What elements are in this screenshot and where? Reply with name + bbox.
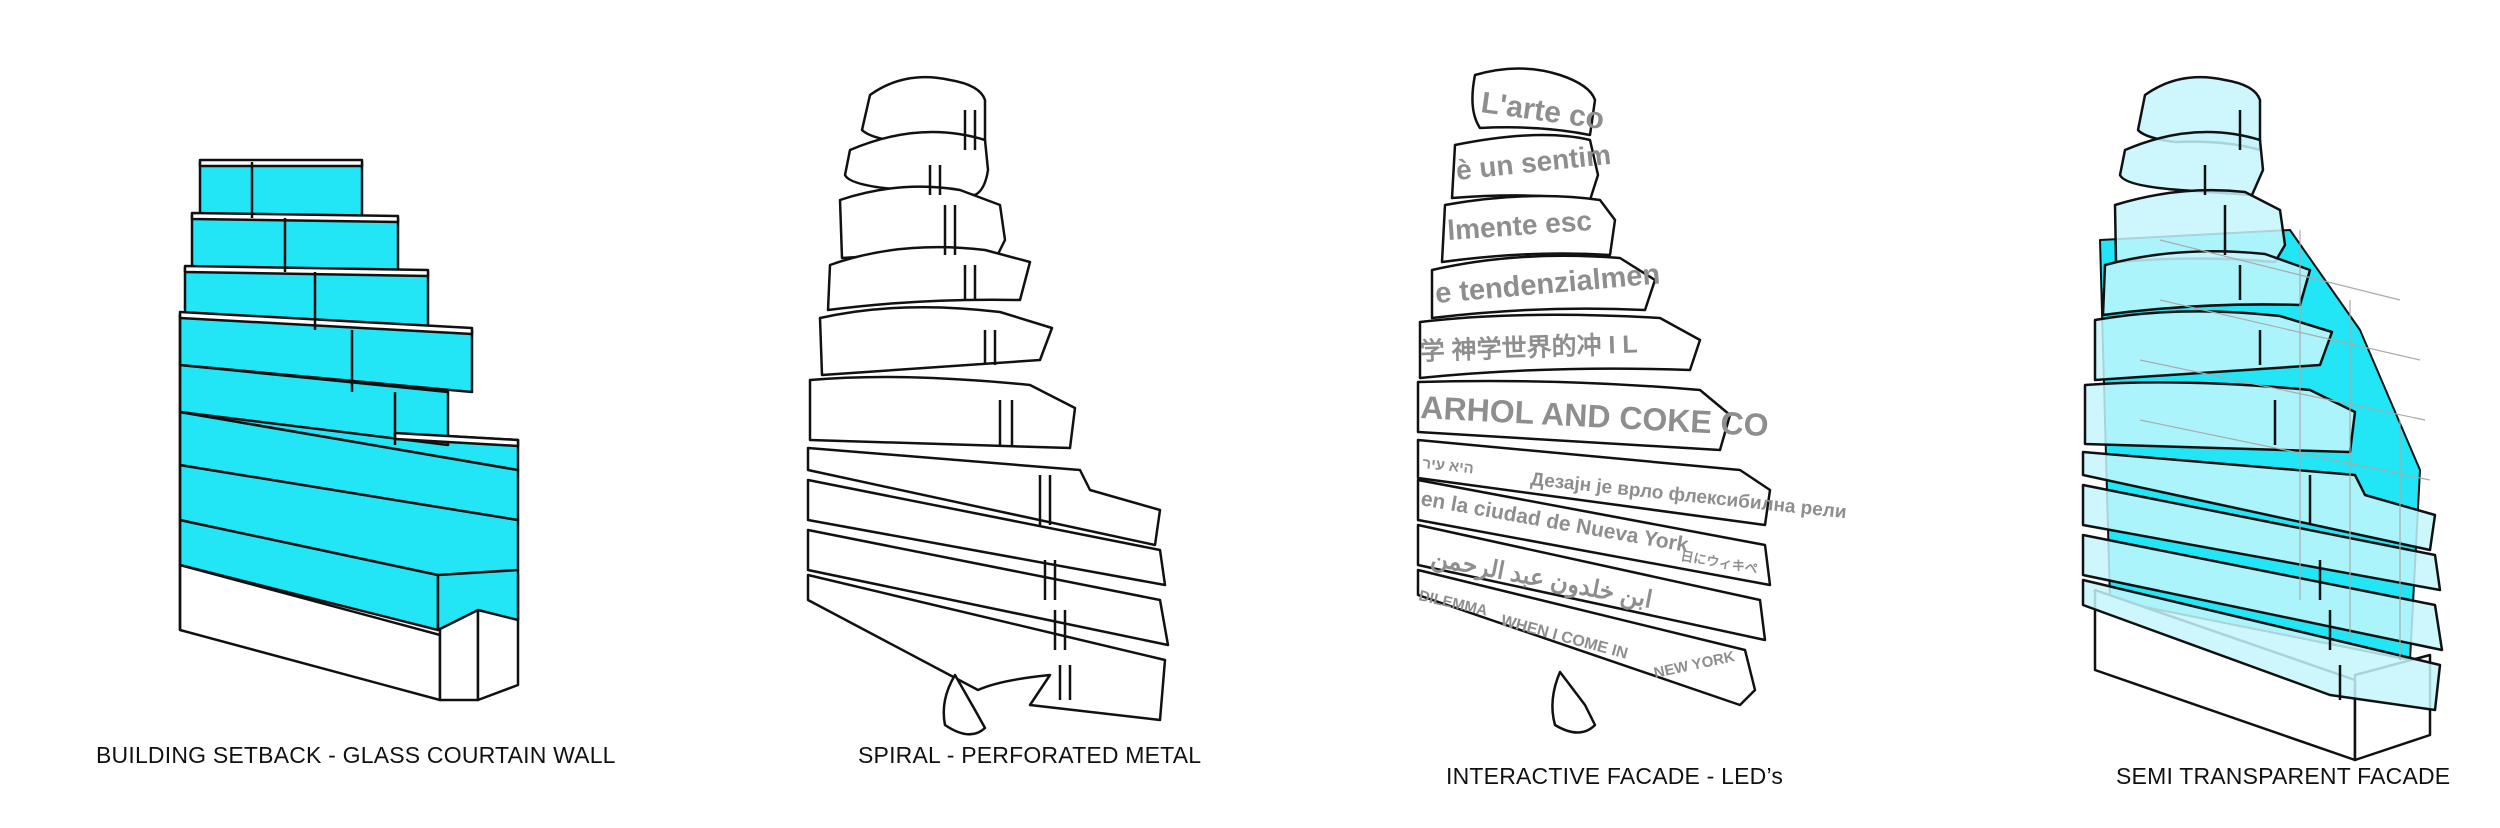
semi-seam [2203,110,2342,700]
semi-ribbon-8 [2081,483,2442,592]
semi-inner-lines [2139,230,2431,660]
led-ribbon-7 [1416,438,1772,527]
semi-ribbon-6 [2083,381,2357,454]
led-ribbon-3 [1440,194,1617,264]
spiral-seam [928,110,1062,700]
led-ribbon-foot [1551,670,1597,734]
led-ribbon-4 [1430,254,1657,320]
semi-ribbon-4 [2101,249,2312,317]
led-ribbon-6 [1416,379,1732,452]
spiral-seam [938,110,1072,700]
roof-3 [183,264,430,278]
led-ribbon-5 [1418,313,1702,380]
glass-band-8 [198,160,364,220]
led-ribbon-1 [1471,67,1597,137]
led-ribbon-2 [1450,133,1600,202]
semi-ribbon-7 [2081,450,2437,552]
led-text-7a: היא עיר [1422,455,1475,477]
semi-ribbon-2 [2118,130,2265,197]
semi-ribbon-9 [2081,533,2444,652]
spiral-ribbon-foot [942,673,987,736]
led-ribbon-10 [1416,568,1757,707]
caption-spiral: SPIRAL - PERFORATED METAL [858,742,1202,768]
caption-interactive-facade: INTERACTIVE FACADE - LED’s [1446,763,1784,789]
spiral-ribbon-4 [826,245,1032,312]
spiral-ribbon-5 [818,305,1054,377]
glass-band-7 [190,213,400,274]
semi-ribbon-10 [2081,578,2442,712]
spiral-drawing [806,75,1170,736]
caption-semi-transparent: SEMI TRANSPARENT FACADE [2116,763,2451,789]
semi-transparent-drawing [2081,75,2444,762]
spiral-ribbon-2 [843,130,990,197]
led-ribbon-9 [1416,523,1767,642]
spiral-ribbon-9 [806,528,1170,647]
led-ribbon-8 [1416,478,1772,587]
interactive-facade-drawing [1416,67,1772,734]
caption-building-setback: BUILDING SETBACK - GLASS COURTAIN WALL [96,742,616,768]
roof-2 [190,211,400,224]
setback-building-drawing [178,158,520,702]
roof-1 [198,158,364,168]
spiral-ribbon-6 [808,375,1077,450]
spiral-ribbon-7 [806,446,1162,547]
spiral-ribbon-10 [806,573,1167,722]
spiral-ribbon-8 [806,478,1167,587]
